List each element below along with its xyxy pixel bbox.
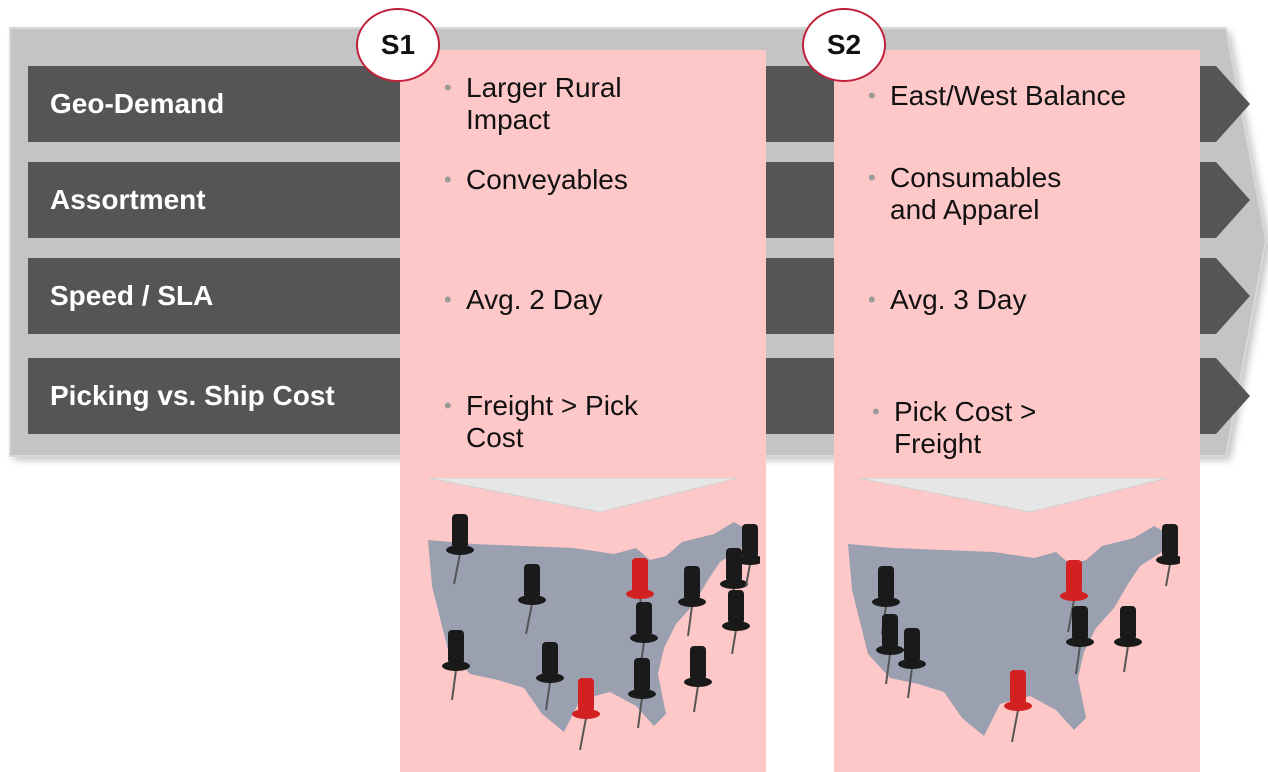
s2-bullet-cost: • Pick Cost > Freight	[872, 396, 1037, 459]
s2-bullet-speed: • Avg. 3 Day	[868, 284, 1027, 315]
scenario-s2-column: • East/West Balance • Consumables and Ap…	[834, 50, 1200, 772]
pin-black	[536, 642, 564, 711]
pin-black	[898, 628, 926, 699]
bullet-dot-icon: •	[444, 287, 452, 312]
pin-black	[876, 614, 904, 685]
pin-black	[518, 564, 546, 635]
bullet-dot-icon: •	[872, 399, 880, 424]
pin-black	[678, 566, 706, 637]
pin-black	[1156, 524, 1180, 587]
us-map-with-pushpins-icon	[428, 514, 760, 751]
callout-arrow-icon	[858, 478, 1168, 513]
pin-red	[1060, 560, 1088, 633]
badge-s1: S1	[356, 8, 440, 82]
s1-bullet-assortment: • Conveyables	[444, 164, 628, 195]
bullet-dot-icon: •	[868, 83, 876, 108]
pin-red	[572, 678, 600, 751]
row-label: Speed / SLA	[50, 280, 214, 311]
s1-bullet-cost: • Freight > Pick Cost	[444, 390, 638, 453]
pin-black	[684, 646, 712, 713]
row-label: Geo-Demand	[50, 88, 225, 119]
bullet-dot-icon: •	[868, 287, 876, 312]
scenario-s1-column: • Larger Rural Impact • Conveyables • Av…	[400, 50, 766, 772]
bullet-dot-icon: •	[444, 393, 452, 418]
s2-bullet-assortment: • Consumables and Apparel	[868, 162, 1062, 225]
s1-bullet-geo-demand: • Larger Rural Impact	[444, 72, 622, 135]
pin-black	[628, 658, 656, 729]
pin-black	[1066, 606, 1094, 675]
s1-bullet-speed: • Avg. 2 Day	[444, 284, 603, 315]
badge-s2: S2	[802, 8, 886, 82]
pin-black	[736, 524, 760, 587]
pin-black	[442, 630, 470, 701]
bullet-dot-icon: •	[444, 167, 452, 192]
pin-red	[1004, 670, 1032, 743]
s2-bullet-geo-demand: • East/West Balance	[868, 80, 1127, 111]
pin-black	[446, 514, 474, 585]
pin-black	[1114, 606, 1142, 673]
pin-black	[722, 590, 750, 655]
bullet-dot-icon: •	[444, 75, 452, 100]
row-label: Assortment	[50, 184, 206, 215]
us-map-with-pushpins-icon	[848, 524, 1180, 743]
callout-arrow-icon	[428, 478, 738, 513]
pin-black	[630, 602, 658, 671]
row-label: Picking vs. Ship Cost	[50, 380, 335, 411]
bullet-dot-icon: •	[868, 165, 876, 190]
